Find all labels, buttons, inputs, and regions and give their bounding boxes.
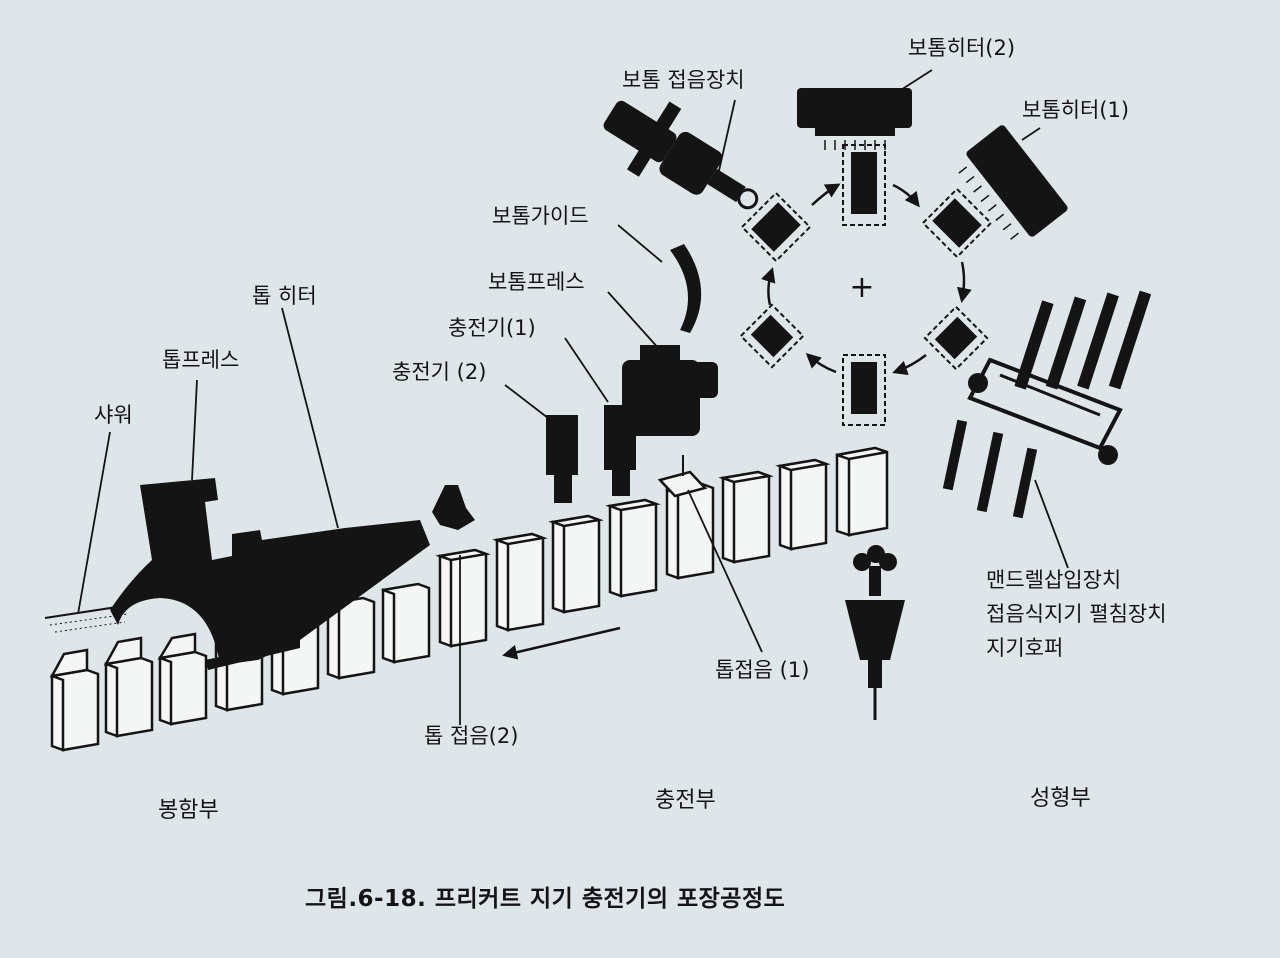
figure-caption: 그림.6-18. 프리커트 지기 충전기의 포장공정도 bbox=[305, 888, 785, 911]
carton bbox=[106, 638, 152, 736]
carton bbox=[660, 472, 713, 578]
carton bbox=[780, 460, 826, 549]
mandrel-lower-right bbox=[925, 307, 987, 369]
label-filler-2: 충전기 (2) bbox=[392, 362, 486, 383]
label-bottom-folder: 보톰 접음장치 bbox=[622, 70, 745, 91]
bottom-guide-unit bbox=[670, 244, 701, 333]
carton-opener-unit bbox=[845, 545, 905, 720]
section-sealing: 봉함부 bbox=[158, 800, 219, 822]
label-carton-opener: 접음식지기 펼침장치 bbox=[986, 604, 1167, 625]
mandrel-top bbox=[843, 145, 885, 225]
bottom-folder-unit bbox=[590, 78, 777, 236]
filler-2-unit bbox=[546, 415, 578, 503]
carton bbox=[383, 584, 429, 662]
forming-turret: + bbox=[741, 145, 991, 425]
label-top-heater: 톱 히터 bbox=[252, 286, 317, 307]
carton bbox=[440, 550, 486, 646]
mandrel-bottom bbox=[843, 355, 885, 425]
carton bbox=[52, 650, 98, 750]
label-bottom-guide: 보톰가이드 bbox=[492, 206, 589, 227]
label-shower: 샤워 bbox=[94, 405, 133, 426]
label-bottom-heater-2: 보톰히터(2) bbox=[908, 38, 1015, 59]
mandrel-upper-left bbox=[742, 193, 810, 261]
label-top-fold-2: 톱 접음(2) bbox=[424, 726, 518, 747]
carton bbox=[160, 634, 206, 724]
turret-center-mark: + bbox=[849, 270, 874, 305]
carton bbox=[723, 472, 769, 562]
label-filler-1: 충전기(1) bbox=[448, 318, 536, 339]
label-top-fold-1: 톱접음 (1) bbox=[715, 660, 809, 681]
label-carton-hopper: 지기호퍼 bbox=[986, 638, 1063, 659]
filler-1-unit bbox=[604, 405, 636, 496]
carton bbox=[837, 448, 887, 535]
carton bbox=[553, 516, 599, 612]
bottom-heater-2-unit bbox=[797, 88, 912, 150]
top-fold-2-unit bbox=[432, 485, 475, 530]
label-mandrel-insert: 맨드렐삽입장치 bbox=[986, 570, 1121, 591]
carton bbox=[497, 534, 543, 630]
bottom-press-unit bbox=[622, 345, 718, 436]
mandrel-lower-left bbox=[741, 305, 803, 367]
label-bottom-heater-1: 보톰히터(1) bbox=[1022, 100, 1129, 121]
carton bbox=[610, 500, 656, 596]
section-filling: 충전부 bbox=[655, 790, 716, 812]
section-forming: 성형부 bbox=[1030, 788, 1091, 810]
conveyor-direction-arrow bbox=[505, 628, 620, 655]
label-bottom-press: 보톰프레스 bbox=[488, 272, 585, 293]
mandrel-upper-right bbox=[923, 189, 991, 257]
label-top-press: 톱프레스 bbox=[162, 350, 239, 371]
